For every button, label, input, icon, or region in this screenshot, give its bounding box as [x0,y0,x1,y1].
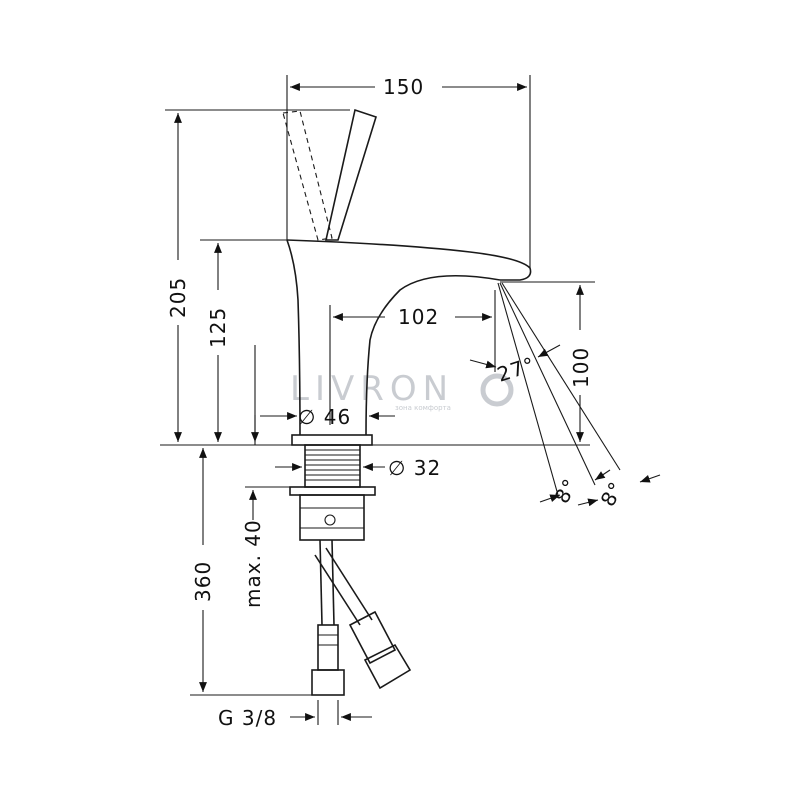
watermark-brand: LIVRON [290,369,454,409]
dim-swivel-angle-a: 8° [550,474,583,507]
watermark-logo-icon [480,373,514,407]
extension-lines [160,75,595,725]
base-plate [291,434,373,446]
lever-handle [325,108,377,241]
body-front [286,239,301,436]
dim-width-total: 150 [383,75,424,99]
faucet-body [282,108,532,446]
dim-spout-height: 125 [206,307,230,348]
fixing-nut [299,494,365,541]
threaded-shank [289,444,376,541]
dim-max-thickness: max. 40 [241,519,265,608]
dimension-labels: 150 205 125 102 100 ∅ 46 ∅ 32 360 max. 4… [166,75,629,730]
dim-height-total: 205 [166,277,190,318]
watermark-tagline: зона комфорта [395,404,451,412]
dimension-arrows [174,83,661,721]
thread-body [304,444,361,488]
hose-nut-left [311,669,345,696]
lever-alt-position [282,110,333,241]
hose-connector-left [317,624,339,671]
dim-spout-reach: 102 [398,305,439,329]
dim-thread-diameter: ∅ 32 [388,456,441,480]
hose-nut-right [363,643,412,690]
dim-spray-angle: 27° [494,352,538,387]
screw-head [324,514,336,526]
supply-hoses [311,539,412,696]
watermark: LIVRON зона комфорта [290,369,514,412]
spray-lines [497,282,621,496]
washer [289,486,376,496]
dim-connection: G 3/8 [218,706,277,730]
dim-swivel-angle-b: 8° [596,477,629,510]
spout-top [286,239,532,281]
dim-flow-height: 100 [569,347,593,388]
spout-underside [365,274,501,436]
hose-connector-right [348,610,397,665]
dim-install-depth: 360 [191,561,215,602]
dim-base-diameter: ∅ 46 [298,405,351,429]
